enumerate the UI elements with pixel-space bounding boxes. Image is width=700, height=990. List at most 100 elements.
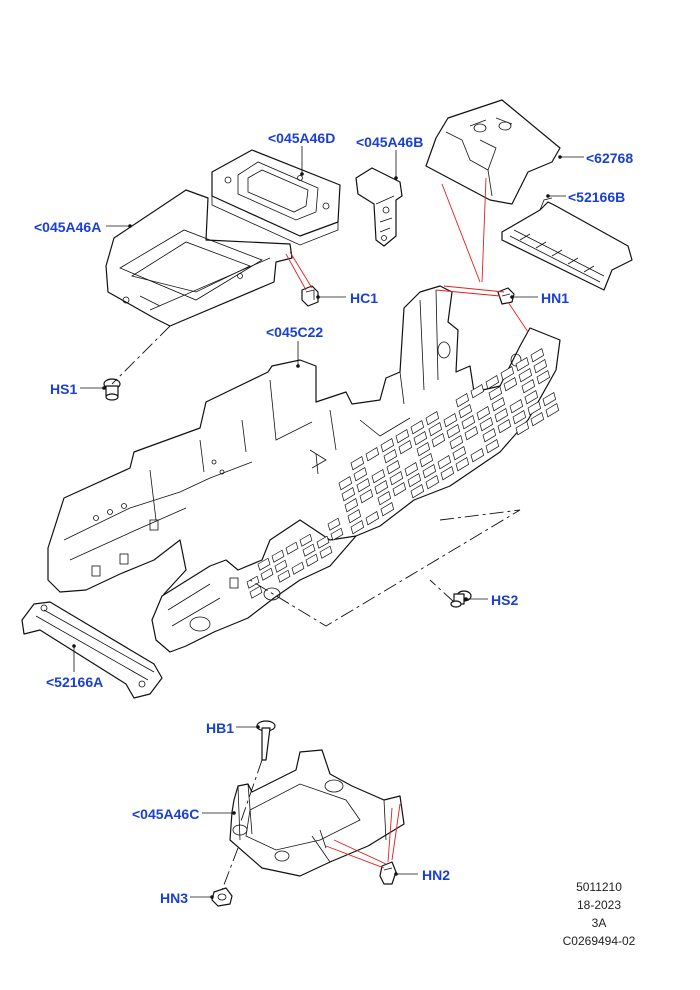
lattice-cell [530,347,545,363]
reference-revision: 3A [591,916,607,930]
lattice-cell [383,448,398,464]
part-62768 [425,99,561,205]
lattice-cell [512,409,527,425]
lattice-cell [428,421,443,437]
lattice-cell [455,392,470,408]
lattice-cell [299,533,313,547]
fastener-hn3 [211,887,233,907]
lattice-cell [425,410,440,426]
lattice-cell [353,466,368,482]
callout-hn2: HN2 [422,867,451,883]
fastener-hb1 [256,720,276,761]
reference-date: 18-2023 [576,898,622,912]
lattice-cell [419,452,434,468]
carrier-lattice-right [338,347,560,535]
callout-hb1: HB1 [206,720,235,736]
lattice-cell [515,356,530,372]
lattice-cell [476,405,491,421]
lattice-cell [380,437,395,453]
red-leader-62768 [441,177,487,283]
lattice-cell [260,567,274,581]
part-045a46b [355,167,403,247]
red-leader-hc1 [285,251,313,291]
lattice-cell [425,474,440,490]
lattice-cell [316,535,330,549]
part-045c22 [47,285,561,653]
lattice-cell [443,412,458,428]
lattice-cell [545,402,560,418]
fastener-hs1 [103,378,121,401]
lattice-cell [291,561,305,575]
lattice-cell [274,559,288,573]
lattice-cell [285,541,299,555]
lattice-cell [344,497,359,513]
lattice-cell [431,432,446,448]
part-045a46c [229,749,405,877]
reference-number: 5011210 [576,880,622,894]
lattice-cell [536,369,551,385]
fastener-hc1 [301,285,319,307]
callout-hs1: HS1 [50,381,78,397]
lattice-cell [389,470,404,486]
lattice-cell [386,459,401,475]
lattice-cell [488,385,503,401]
lattice-cell [338,475,353,491]
lattice-cell [503,376,518,392]
lattice-cell [371,468,386,484]
lattice-cell [341,486,356,502]
lattice-cell [305,553,319,567]
lattice-cell [395,428,410,444]
lattice-cell [491,396,506,412]
lattice-cell [356,477,371,493]
lattice-cell [271,549,285,563]
lattice-cell [458,403,473,419]
lattice-cell [377,490,392,506]
lattice-cell [452,445,467,461]
lattice-cell [533,358,548,374]
lattice-cell [392,481,407,497]
callout-045a46b: <045A46B [356,134,424,150]
lattice-cell [407,472,422,488]
lattice-cell [416,441,431,457]
lattice-cell [359,488,374,504]
lattice-cell [497,418,512,434]
lattice-cell [347,508,362,524]
callout-045a46a: <045A46A [34,219,102,235]
lattice-cell [246,575,260,589]
lattice-cell [327,517,341,531]
lattice-cell [365,446,380,462]
lattice-cell [515,420,530,436]
lattice-cell [437,454,452,470]
part-045a46d [211,149,341,246]
carrier-lattice-front [246,517,344,599]
part-52166a [21,601,163,699]
lattice-cell [257,557,271,571]
lattice-cell [330,527,344,541]
lattice-cell [494,407,509,423]
lattice-cell [404,461,419,477]
reference-illustration-id: C0269494-02 [562,934,636,948]
lattice-cell [509,398,524,414]
lattice-cell [302,543,316,557]
lattice-cell [277,569,291,583]
lattice-cell [319,545,333,559]
callout-hc1: HC1 [350,290,379,306]
part-045a46a [105,189,293,327]
lattice-cell [350,519,365,535]
lattice-cell [542,391,557,407]
lattice-cell [410,483,425,499]
lattice-cell [440,465,455,481]
lattice-cell [470,447,485,463]
callout-52166b: <52166B [568,189,626,205]
lattice-cell [446,423,461,439]
lattice-cell [485,438,500,454]
callout-62768: <62768 [586,150,634,166]
callout-045a46d: <045A46D [268,130,336,146]
assembly-line-hs1 [111,325,171,385]
lattice-cell [527,400,542,416]
red-leader-hn1 [435,285,529,333]
lattice-cell [485,374,500,390]
lattice-cell [524,389,539,405]
lattice-cell [410,419,425,435]
